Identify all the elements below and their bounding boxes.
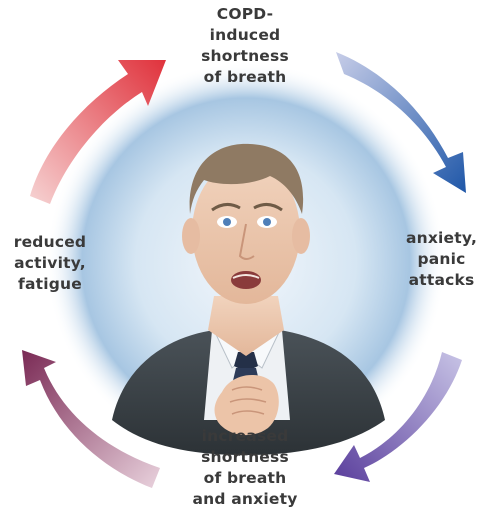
label-line: of breath — [170, 468, 320, 489]
label-line: and anxiety — [170, 489, 320, 510]
label-line: panic — [390, 249, 493, 270]
label-line: shortness — [170, 447, 320, 468]
label-line: fatigue — [0, 274, 100, 295]
cycle-step-increased-shortness: increased shortness of breath and anxiet… — [170, 426, 320, 510]
label-line: increased — [170, 426, 320, 447]
label-line: induced — [170, 25, 320, 46]
label-line: shortness — [170, 46, 320, 67]
cycle-step-reduced-activity: reduced activity, fatigue — [0, 232, 100, 295]
label-line: attacks — [390, 270, 493, 291]
cycle-step-anxiety: anxiety, panic attacks — [390, 228, 493, 291]
label-line: anxiety, — [390, 228, 493, 249]
label-line: of breath — [170, 67, 320, 88]
label-line: reduced — [0, 232, 100, 253]
label-line: activity, — [0, 253, 100, 274]
cycle-step-shortness-of-breath: COPD- induced shortness of breath — [170, 4, 320, 88]
label-line: COPD- — [170, 4, 320, 25]
